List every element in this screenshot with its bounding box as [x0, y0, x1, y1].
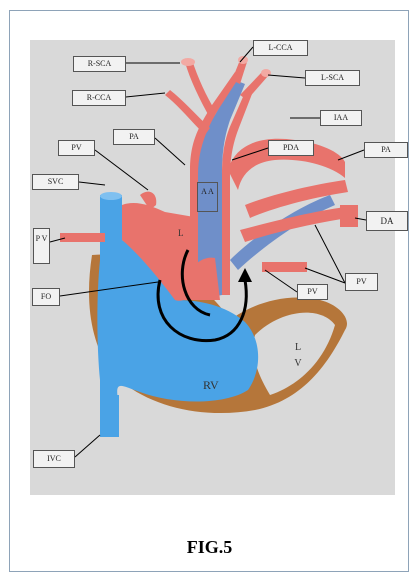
- figure-caption: FIG.5: [0, 537, 419, 558]
- pulmonary-vein-right: [262, 262, 307, 272]
- lsca-end: [261, 69, 271, 77]
- leader-pv-right-a: [315, 225, 345, 283]
- leader-svc: [79, 182, 105, 185]
- label-iaa: IAA: [320, 110, 362, 126]
- label-rv: RV: [203, 378, 219, 393]
- label-pv-vertical: P V: [33, 228, 50, 264]
- label-pv-mid: PV: [297, 284, 328, 300]
- label-pda: PDA: [268, 140, 314, 156]
- leader-pv-mid: [265, 270, 297, 292]
- leader-pv-left: [95, 150, 148, 190]
- label-ivc: IVC: [33, 450, 75, 468]
- label-pa-right: PA: [364, 142, 408, 158]
- leader-lsca: [268, 75, 305, 78]
- leader-pa-top: [155, 138, 185, 165]
- flow-arrowhead: [238, 268, 252, 282]
- label-pv-left: PV: [58, 140, 95, 156]
- ductus-arteriosus: [340, 205, 358, 227]
- leader-rcca: [126, 93, 165, 97]
- label-pa-top: PA: [113, 129, 155, 145]
- label-la: L: [178, 228, 184, 238]
- leader-pv-right-b: [305, 268, 345, 283]
- label-svc: SVC: [32, 174, 79, 190]
- label-rsca: R-SCA: [73, 56, 126, 72]
- label-aa: A A: [197, 182, 218, 212]
- label-da: DA: [366, 211, 408, 231]
- label-lv: L V: [293, 340, 303, 372]
- lcca-end: [238, 56, 248, 64]
- label-fo: FO: [32, 288, 60, 306]
- label-lcca: L-CCA: [253, 40, 308, 56]
- rsca-end: [181, 58, 195, 66]
- label-pv-right: PV: [345, 273, 378, 291]
- label-rcca: R-CCA: [72, 90, 126, 106]
- svc-opening: [100, 192, 122, 200]
- leader-ivc: [75, 435, 100, 457]
- leader-pa-right: [338, 150, 364, 160]
- pulmonary-vein-left: [60, 233, 105, 242]
- label-lsca: L-SCA: [305, 70, 360, 86]
- ivc-vessel: [100, 395, 119, 437]
